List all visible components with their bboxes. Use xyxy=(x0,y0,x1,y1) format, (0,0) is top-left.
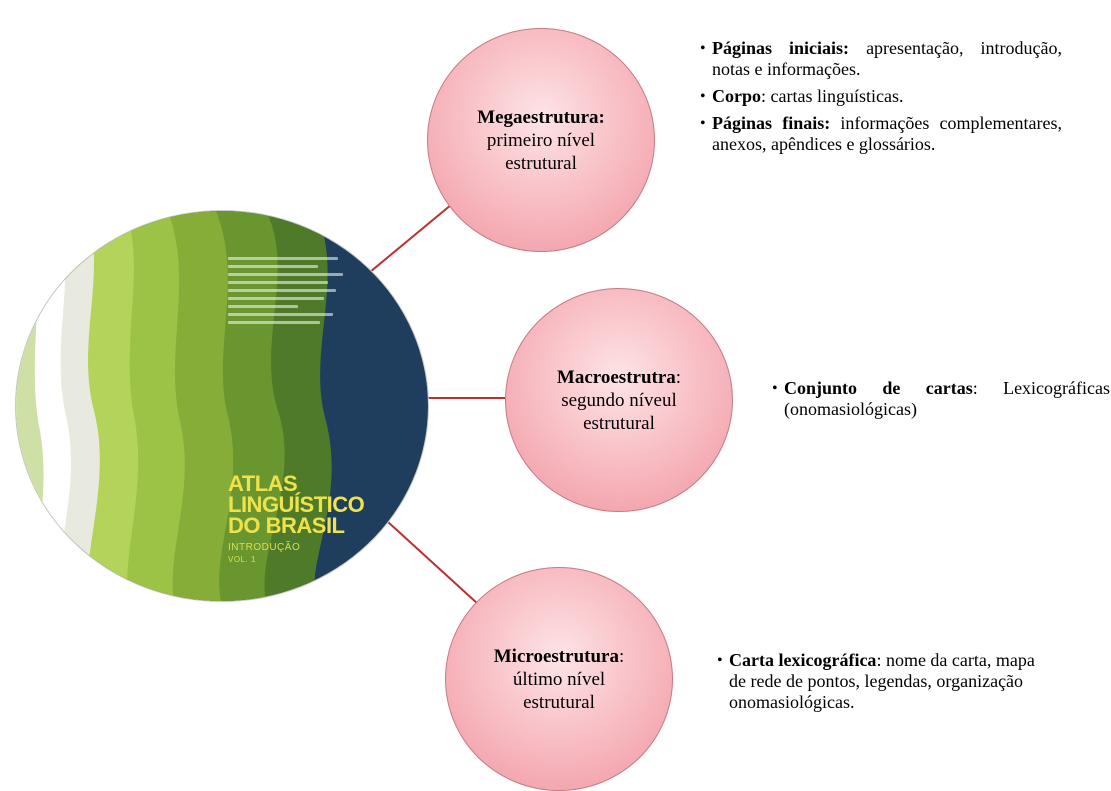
bullet-item: Corpo: cartas linguísticas. xyxy=(700,86,1062,107)
cover-artwork xyxy=(16,211,428,601)
connector-micro xyxy=(387,521,479,605)
macroestrutura-circle: Macroestrutra: segundo níveul estrutural xyxy=(505,288,733,512)
macroestrutura-title-colon: : xyxy=(675,366,682,388)
cover-author-list xyxy=(228,257,348,329)
book-cover-image: ATLAS LINGUÍSTICO DO BRASIL INTRODUÇÃO V… xyxy=(15,210,429,602)
microestrutura-line1: último nível xyxy=(512,668,606,690)
megaestrutura-bullet-list: Páginas iniciais: apresentação, introduç… xyxy=(700,38,1062,161)
bullet-item: Carta lexicográfica: nome da carta, mapa… xyxy=(717,650,1047,713)
bullet-item: Páginas iniciais: apresentação, introduç… xyxy=(700,38,1062,80)
microestrutura-title-colon: : xyxy=(618,645,625,667)
bullet-item: Páginas finais: informações complementar… xyxy=(700,113,1062,155)
microestrutura-line2: estrutural xyxy=(523,691,595,713)
megaestrutura-line1: primeiro nível xyxy=(486,129,596,151)
cover-volume: VOL. 1 xyxy=(228,555,256,564)
megaestrutura-title: Megaestrutura: xyxy=(477,106,605,128)
macroestrutura-line2: estrutural xyxy=(583,412,655,434)
connector-mega xyxy=(369,194,464,273)
macroestrutura-bullet-list: Conjunto de cartas: Lexicográficas (onom… xyxy=(772,378,1110,426)
cover-title: ATLAS LINGUÍSTICO DO BRASIL xyxy=(228,471,365,538)
cover-subtitle: INTRODUÇÃO xyxy=(228,542,301,553)
megaestrutura-circle: Megaestrutura: primeiro nível estrutural xyxy=(427,28,655,252)
microestrutura-circle: Microestrutura: último nível estrutural xyxy=(445,567,673,791)
bullet-item: Conjunto de cartas: Lexicográficas (onom… xyxy=(772,378,1110,420)
macroestrutura-title: Macroestrutra xyxy=(556,366,676,388)
microestrutura-title: Microestrutura xyxy=(493,645,619,667)
macroestrutura-line1: segundo níveul xyxy=(561,389,677,411)
microestrutura-bullet-list: Carta lexicográfica: nome da carta, mapa… xyxy=(717,650,1047,719)
megaestrutura-line2: estrutural xyxy=(505,152,577,174)
